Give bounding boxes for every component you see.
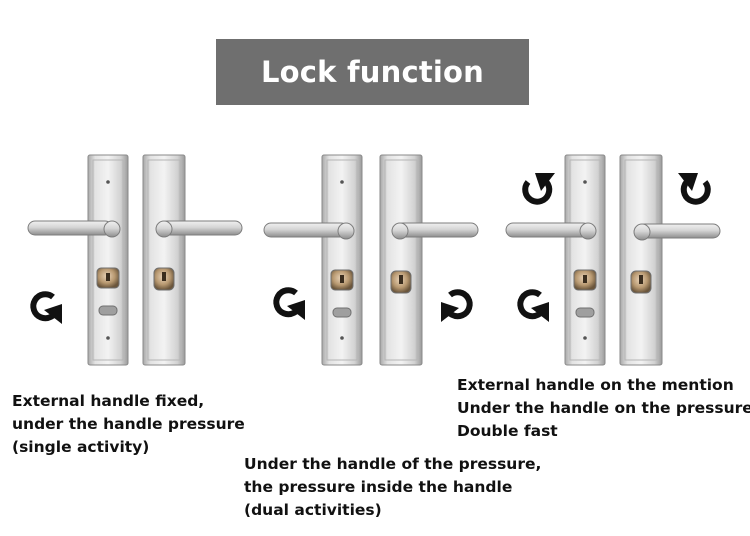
rotate-counterclockwise-arrow-icon bbox=[678, 173, 708, 202]
rotate-clockwise-arrow-icon bbox=[525, 173, 555, 202]
rotate-clockwise-arrow-icon bbox=[33, 294, 62, 324]
caption-double-fast: External handle on the mention Under the… bbox=[457, 374, 750, 443]
rotate-clockwise-arrow-icon bbox=[276, 290, 305, 320]
outer-plate bbox=[321, 154, 363, 366]
title-banner: Lock function bbox=[216, 39, 529, 105]
caption-line: External handle on the mention bbox=[457, 376, 734, 394]
inner-handle bbox=[155, 220, 243, 238]
outer-handle bbox=[27, 220, 121, 238]
inner-plate bbox=[619, 154, 663, 366]
caption-line: under the handle pressure bbox=[12, 415, 245, 433]
outer-handle bbox=[505, 222, 597, 240]
inner-handle bbox=[391, 222, 479, 240]
caption-line: Under the handle of the pressure, bbox=[244, 455, 542, 473]
inner-handle bbox=[633, 223, 721, 241]
rotate-counterclockwise-arrow-icon bbox=[441, 292, 470, 322]
inner-plate bbox=[142, 154, 186, 366]
outer-handle bbox=[263, 222, 355, 240]
caption-single-activity: External handle fixed, under the handle … bbox=[12, 390, 245, 459]
caption-line: (dual activities) bbox=[244, 501, 382, 519]
lock-group-dual bbox=[263, 154, 479, 366]
rotate-clockwise-arrow-icon bbox=[520, 292, 549, 322]
caption-line: (single activity) bbox=[12, 438, 150, 456]
caption-line: Double fast bbox=[457, 422, 558, 440]
lock-group-double bbox=[505, 154, 721, 366]
page-title: Lock function bbox=[260, 55, 485, 89]
outer-plate bbox=[564, 154, 606, 366]
inner-plate bbox=[379, 154, 423, 366]
caption-line: Under the handle on the pressure bbox=[457, 399, 750, 417]
caption-dual-activities: Under the handle of the pressure, the pr… bbox=[244, 453, 541, 522]
outer-plate bbox=[87, 154, 129, 366]
caption-line: External handle fixed, bbox=[12, 392, 205, 410]
lock-group-single bbox=[27, 154, 243, 366]
caption-line: the pressure inside the handle bbox=[244, 478, 513, 496]
